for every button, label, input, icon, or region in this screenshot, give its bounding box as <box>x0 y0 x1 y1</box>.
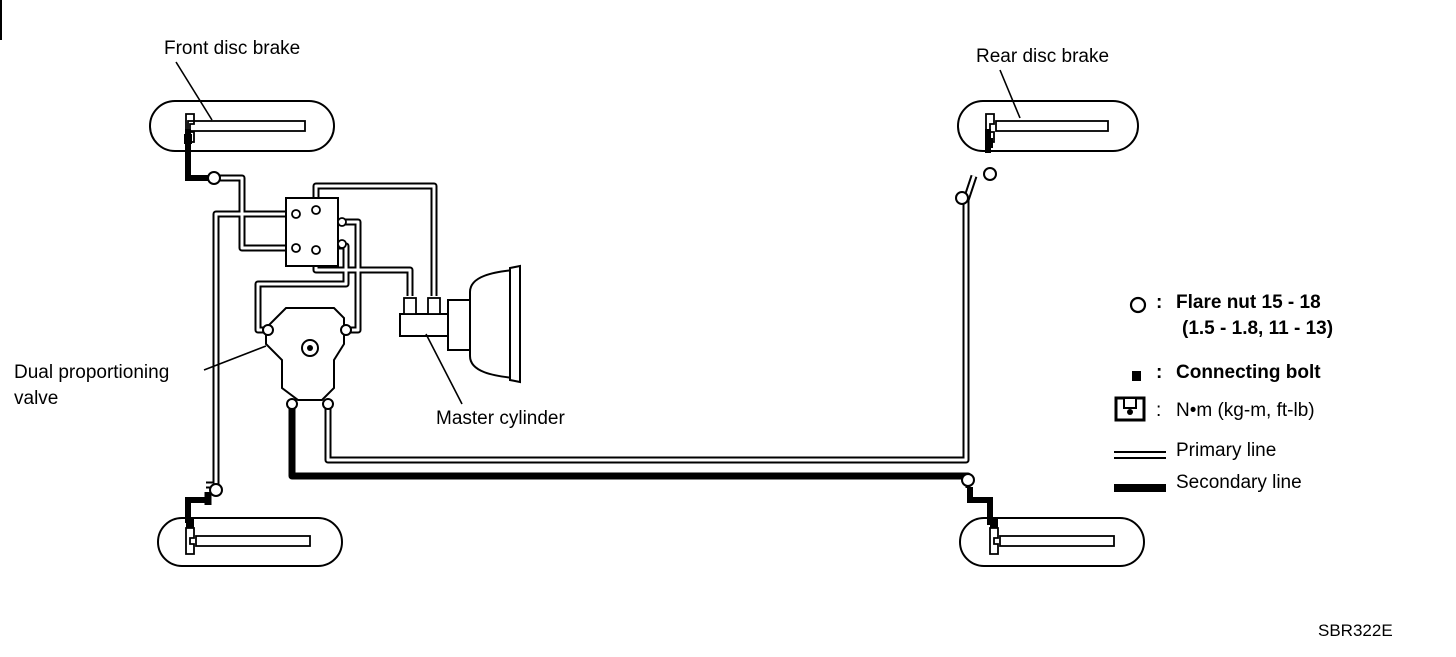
rear-right-wheel <box>959 517 1145 567</box>
primary-line-legend-icon <box>1114 451 1166 459</box>
torque-units-legend-label: N•m (kg-m, ft-lb) <box>1176 400 1315 421</box>
legend-separator: : <box>1156 292 1162 313</box>
secondary-lines <box>185 129 993 525</box>
master-cylinder <box>399 264 521 384</box>
front-disc-brake-label: Front disc brake <box>164 38 300 59</box>
connecting-bolts <box>184 134 998 528</box>
front-left-wheel <box>149 100 335 152</box>
legend-separator: : <box>1156 362 1162 383</box>
flare-nut-torque-label: (1.5 - 1.8, 11 - 13) <box>1182 318 1333 339</box>
dual-proportioning-valve-label-line1: Dual proportioning <box>14 362 169 383</box>
primary-line-legend-label: Primary line <box>1176 440 1276 461</box>
secondary-line-legend-icon <box>1114 484 1166 492</box>
connecting-bolt-legend-label: Connecting bolt <box>1176 362 1321 383</box>
connecting-bolt-legend-icon <box>1132 371 1141 381</box>
front-right-wheel <box>157 517 343 567</box>
junction-block <box>285 197 347 267</box>
flare-nut-legend-icon <box>1129 296 1147 314</box>
legend: : Flare nut 15 - 18 (1.5 - 1.8, 11 - 13)… <box>1114 292 1333 493</box>
flare-nuts <box>207 167 997 497</box>
secondary-line-legend-label: Secondary line <box>1176 472 1302 493</box>
figure-code: SBR322E <box>1318 621 1393 640</box>
torque-wrench-icon <box>1114 396 1146 422</box>
rear-disc-brake-label: Rear disc brake <box>976 46 1109 67</box>
legend-separator: : <box>1156 400 1161 421</box>
dual-proportioning-valve <box>262 307 352 410</box>
flare-nut-legend-label: Flare nut 15 - 18 <box>1176 292 1321 313</box>
dual-proportioning-valve-label-line2: valve <box>14 388 58 409</box>
master-cylinder-label: Master cylinder <box>436 408 565 429</box>
leader-lines <box>175 61 1021 405</box>
secondary-line-rear <box>289 410 971 488</box>
